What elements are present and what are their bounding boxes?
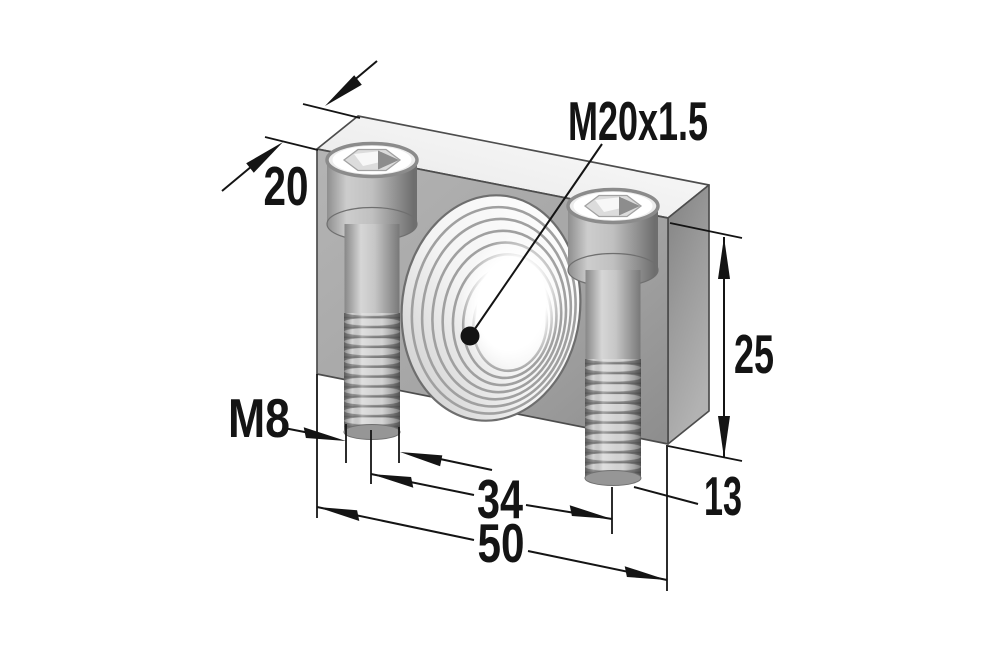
dim-side-offset: 13 xyxy=(633,465,742,527)
leader-dot xyxy=(460,326,480,346)
dim-height: 25 xyxy=(667,222,774,462)
dim-overall-width: 50 xyxy=(316,374,668,591)
dim-depth-label: 20 xyxy=(264,155,309,217)
screw-thread-arrow-left xyxy=(303,427,346,441)
dim-screw-spacing-label: 34 xyxy=(477,468,523,530)
callout-screw-thread: M8 xyxy=(228,387,493,471)
dim-depth: 20 xyxy=(221,60,378,217)
callout-hole-thread: M20x1.5 xyxy=(460,90,708,346)
dim-width-arrow-right xyxy=(624,566,667,580)
dim-height-label: 25 xyxy=(734,323,774,385)
hole-highlight xyxy=(449,220,574,389)
hole-thread-label: M20x1.5 xyxy=(568,90,708,152)
dim-spacing-arrow-left xyxy=(371,474,414,488)
dim-height-arrow-bottom xyxy=(718,416,730,458)
dim-overall-width-label: 50 xyxy=(478,512,525,574)
threaded-hole xyxy=(400,194,582,422)
dim-depth-arrow-front xyxy=(246,142,283,173)
screw-thread-label: M8 xyxy=(228,387,290,449)
dim-spacing-arrow-right xyxy=(569,505,612,519)
dim-height-arrow-top xyxy=(718,237,730,279)
dim-width-arrow-left xyxy=(317,507,360,521)
dim-side-offset-label: 13 xyxy=(704,465,742,527)
screw-thread-arrow-right xyxy=(400,452,443,467)
dim-screw-spacing: 34 xyxy=(370,430,613,534)
dim-depth-arrow-back xyxy=(325,75,362,106)
dimension-annotations: 20 M20x1.5 25 13 xyxy=(221,60,774,591)
